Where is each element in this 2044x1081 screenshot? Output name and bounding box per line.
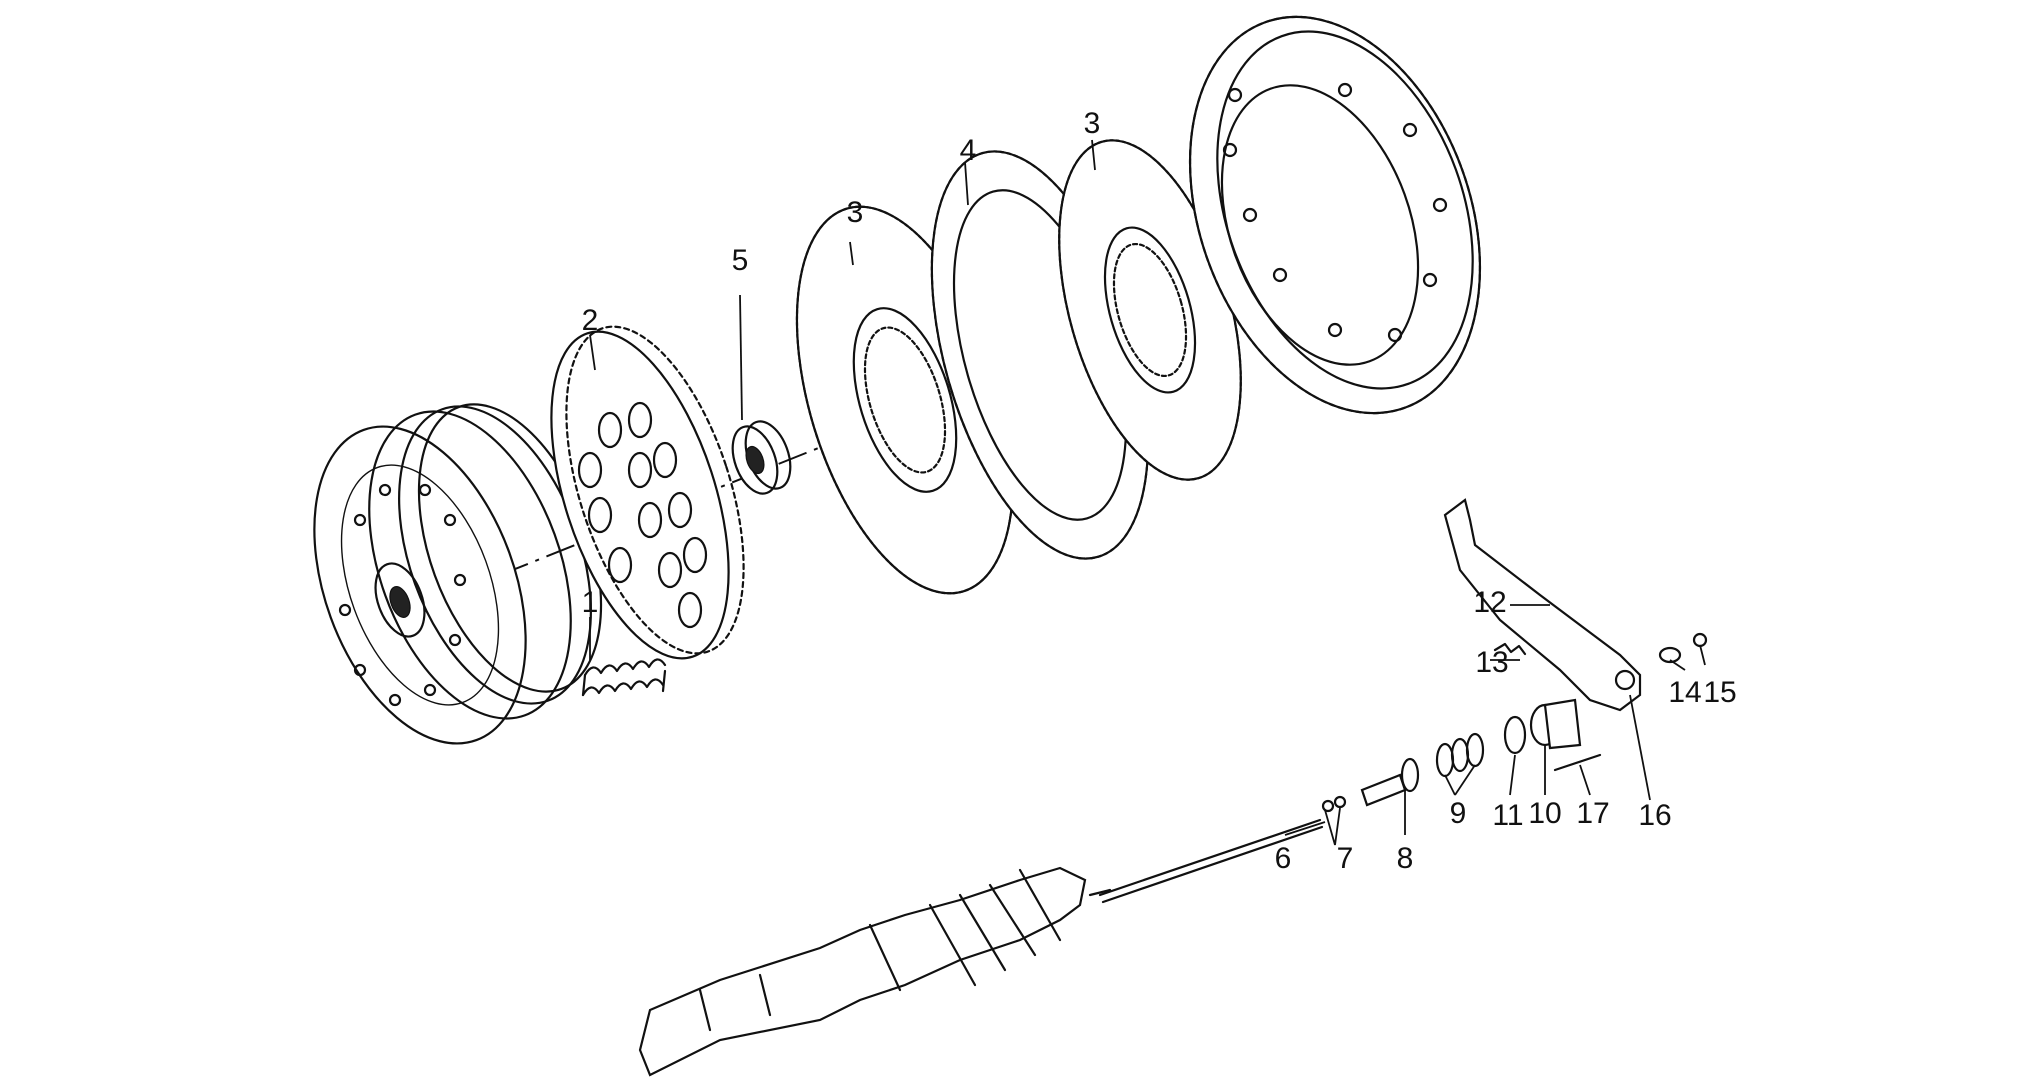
- callout-5: 5: [732, 244, 749, 277]
- ring-gear-flywheel: [1188, 15, 1482, 415]
- pressure-plate-part-2: [550, 325, 745, 660]
- callout-4: 4: [960, 134, 977, 167]
- callout-labels: 1 2 3 3 4 5 6 7 8 9 10 11 12 13 14 15 16…: [582, 107, 1737, 875]
- main-shaft: [638, 818, 1324, 1077]
- callout-16: 16: [1638, 799, 1671, 832]
- callout-9: 9: [1450, 797, 1467, 830]
- callout-15: 15: [1703, 676, 1736, 709]
- callout-6: 6: [1275, 842, 1292, 875]
- callout-8: 8: [1397, 842, 1414, 875]
- callout-12: 12: [1473, 586, 1506, 619]
- callout-14: 14: [1668, 676, 1701, 709]
- callout-3-left: 3: [847, 196, 864, 229]
- callout-13: 13: [1475, 646, 1508, 679]
- callout-7: 7: [1337, 842, 1354, 875]
- callout-1: 1: [582, 586, 599, 619]
- hub-part-5: [731, 420, 792, 495]
- callout-11: 11: [1492, 799, 1523, 832]
- callout-17: 17: [1576, 797, 1609, 830]
- leader-lines: [589, 139, 1706, 846]
- pushrod-parts: [1321, 698, 1602, 813]
- spring-part-1: [581, 658, 667, 697]
- callout-10: 10: [1528, 797, 1561, 830]
- clutch-housing: [313, 403, 603, 745]
- callout-3-right: 3: [1084, 107, 1101, 140]
- callout-2: 2: [582, 304, 599, 337]
